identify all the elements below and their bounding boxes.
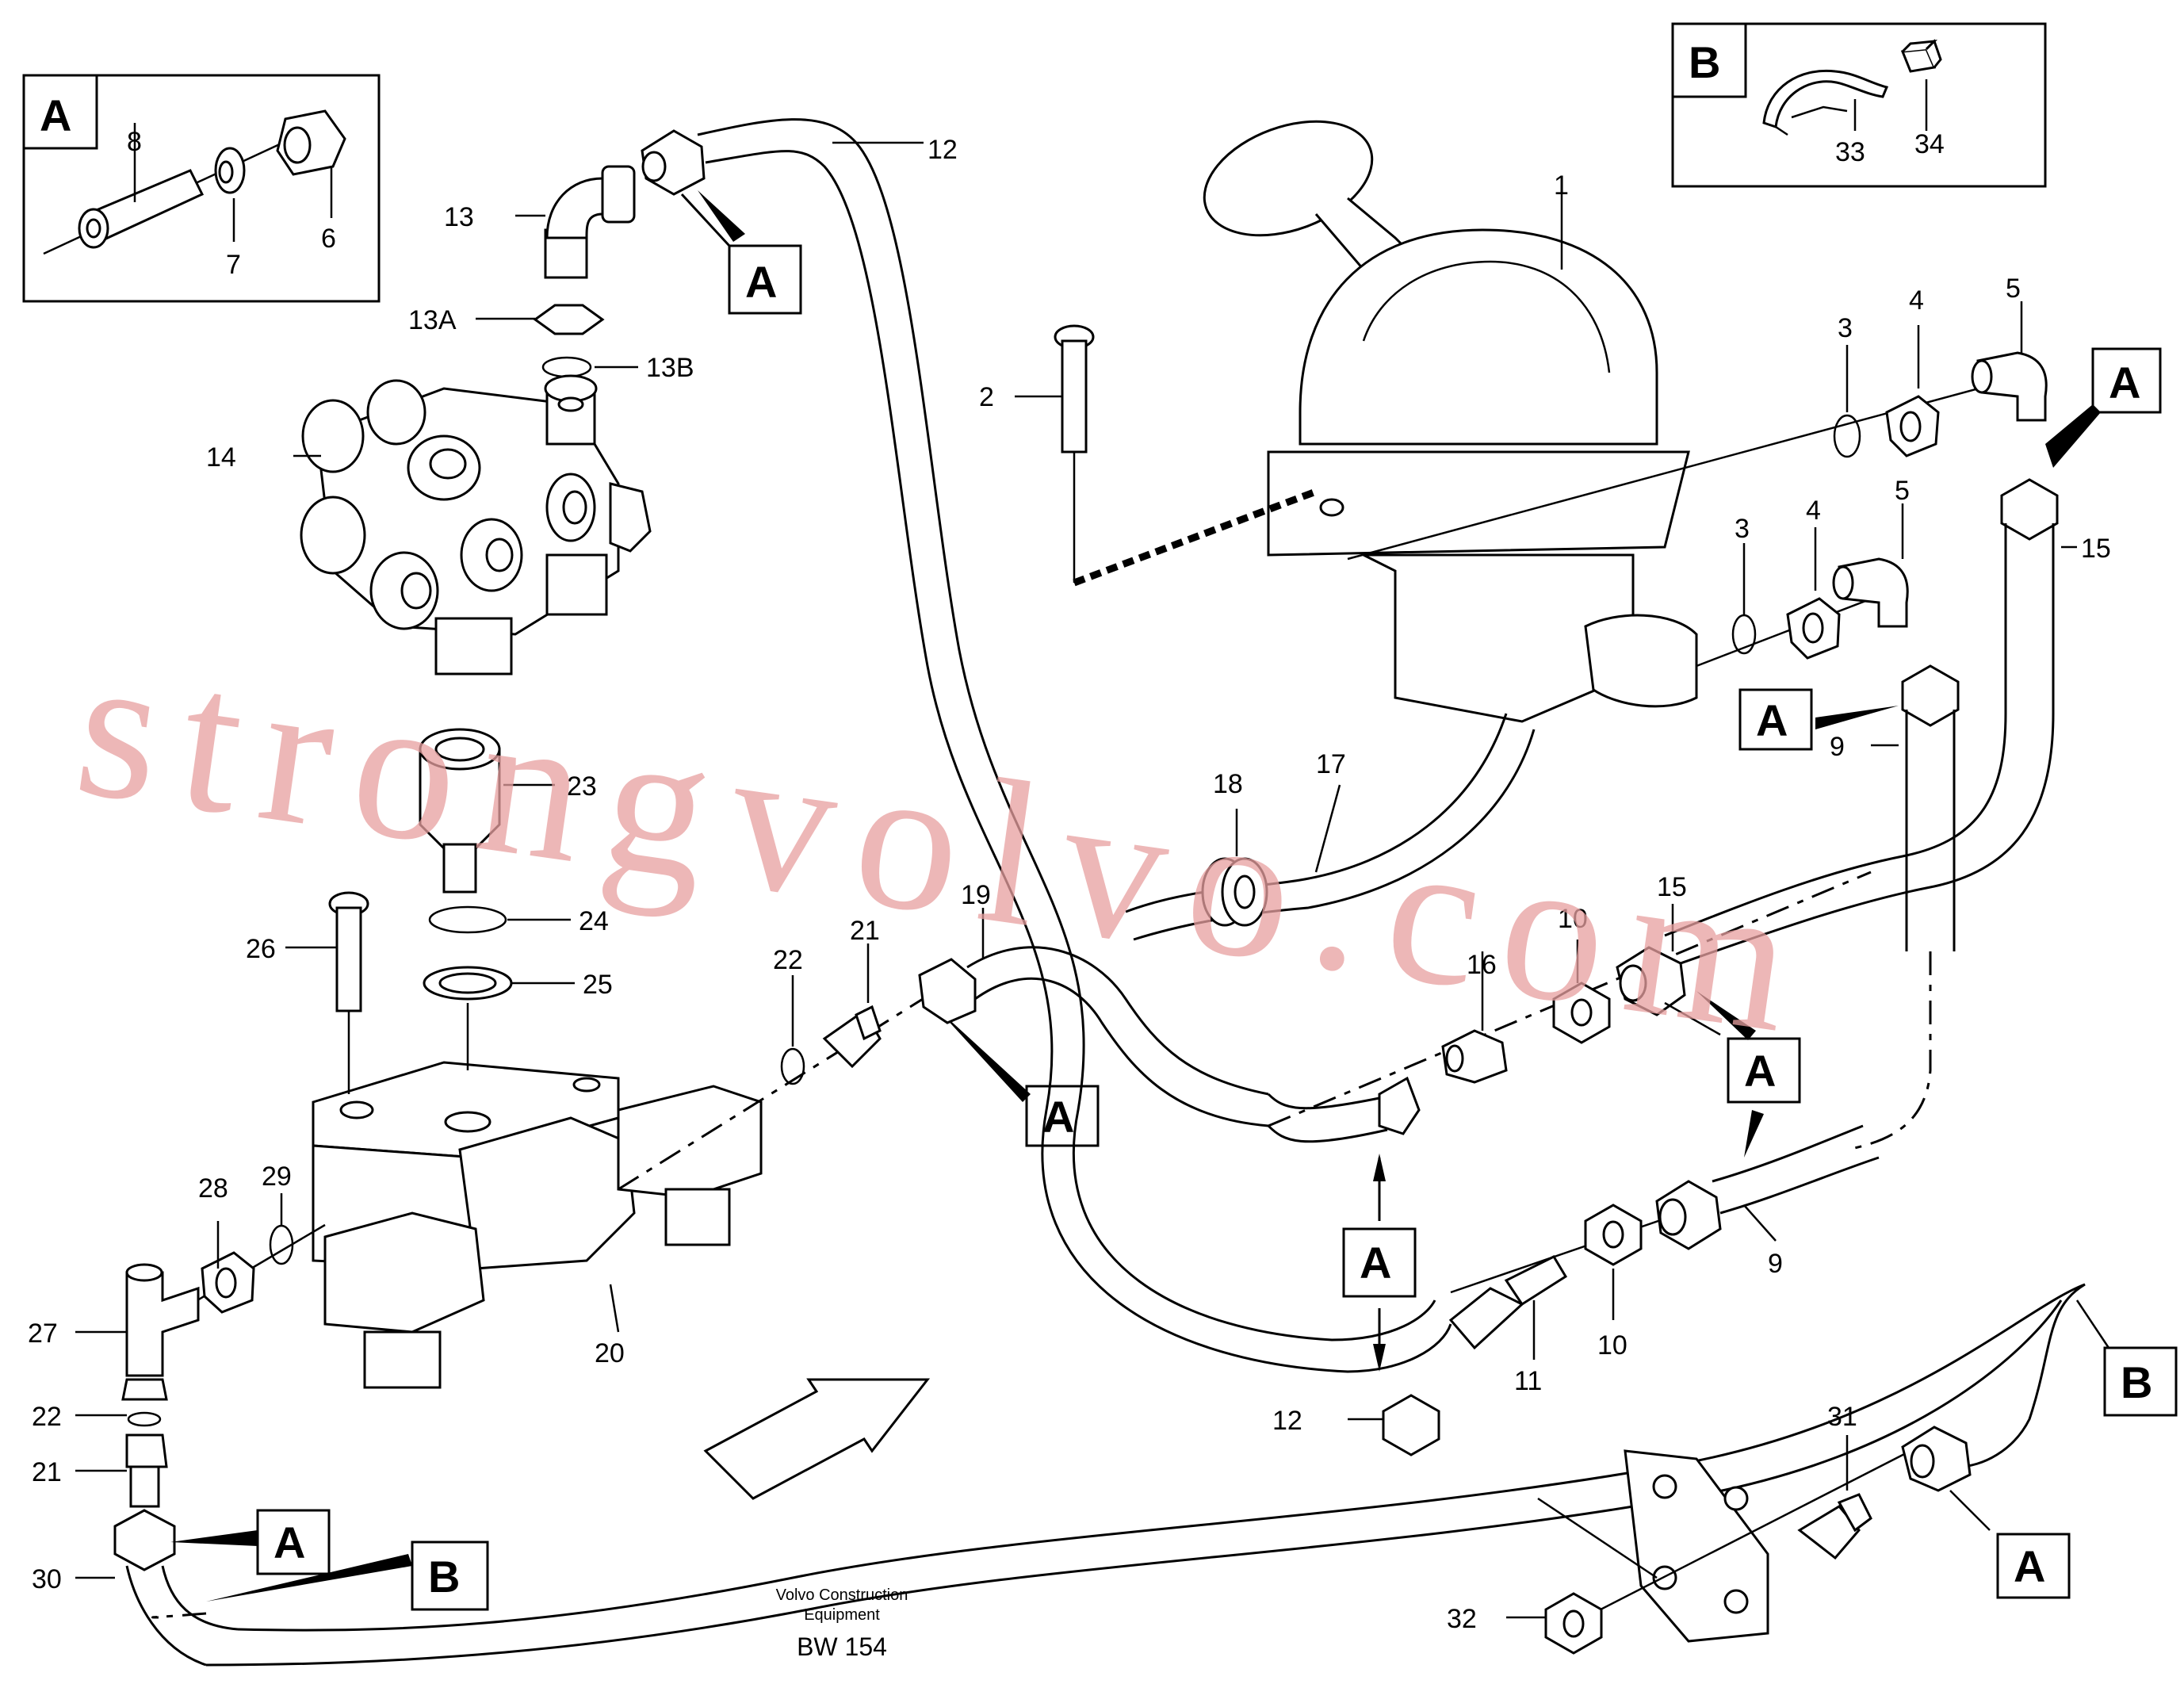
elbow-13: [476, 165, 638, 446]
callout-25: 25: [583, 970, 613, 1000]
connector-box-a-5: A: [1727, 1037, 1801, 1104]
footer-company: Volvo Construction: [776, 1586, 908, 1604]
bottom-connector-arrows: [170, 1530, 412, 1602]
svg-text:A: A: [273, 1518, 305, 1567]
callout-21: 21: [850, 916, 880, 946]
callout-32: 32: [1447, 1604, 1477, 1634]
callout-13: 13: [444, 202, 474, 232]
connector-box-b-2: B: [2103, 1346, 2178, 1417]
svg-text:B: B: [428, 1552, 460, 1602]
footer-company2: Equipment: [804, 1606, 880, 1624]
callout-23: 23: [567, 771, 597, 802]
callout-14: 14: [206, 442, 236, 473]
callout-5b: 5: [1895, 476, 1910, 506]
callout-34: 34: [1914, 129, 1945, 159]
callout-18: 18: [1213, 769, 1243, 799]
connector-box-a-3: A: [1738, 688, 1813, 751]
connector-box-b-1: B: [411, 1540, 489, 1611]
callout-3: 3: [1838, 313, 1853, 343]
callout-26: 26: [246, 934, 276, 964]
callout-17: 17: [1316, 749, 1346, 779]
callout-24: 24: [579, 906, 609, 936]
hose-nut-12-top: [641, 129, 924, 247]
svg-text:A: A: [1360, 1238, 1391, 1288]
callout-28: 28: [198, 1173, 228, 1204]
connector-arrows: [698, 190, 2101, 1372]
callout-6: 6: [321, 224, 336, 254]
inset-a: A: [22, 74, 381, 303]
inset-b-label: B: [1689, 37, 1720, 87]
callout-12: 12: [928, 135, 958, 165]
callout-13b: 13B: [646, 353, 694, 383]
footer: Volvo Construction Equipment BW 154: [776, 1586, 908, 1661]
svg-text:A: A: [1042, 1092, 1074, 1142]
callout-4b: 4: [1806, 496, 1821, 526]
callout-9b: 9: [1768, 1249, 1783, 1279]
callout-3b: 3: [1735, 514, 1750, 544]
callout-10: 10: [1558, 904, 1588, 934]
bracket-31-32: [1506, 1299, 2110, 1655]
connector-box-a-8: A: [1996, 1533, 2071, 1599]
hose-12-outer: [705, 150, 1452, 1373]
callout-33: 33: [1835, 137, 1865, 167]
callout-22: 22: [773, 945, 803, 975]
callout-19: 19: [961, 880, 991, 910]
inset-b: B: [1671, 22, 2047, 188]
connector-box-a-6: A: [1342, 1227, 1417, 1298]
solenoid-valve-20: [312, 1061, 763, 1389]
connector-box-a-7: A: [256, 1509, 331, 1575]
callout-12b: 12: [1272, 1406, 1302, 1436]
svg-text:A: A: [1756, 695, 1788, 745]
connector-box-a-1: A: [728, 244, 802, 315]
svg-text:A: A: [2014, 1541, 2045, 1591]
callout-30: 30: [32, 1564, 62, 1594]
hose-b-bottom: [237, 1283, 2086, 1632]
hand-control-valve: [1203, 120, 1698, 723]
tee-27-assembly: [75, 1193, 326, 1667]
callout-8: 8: [127, 127, 142, 157]
bolt-2: [1015, 324, 1318, 587]
callout-1: 1: [1554, 170, 1569, 201]
callout-10b: 10: [1597, 1330, 1627, 1361]
callout-31: 31: [1827, 1402, 1857, 1432]
svg-text:A: A: [745, 257, 777, 307]
fittings-21-22-19: [618, 908, 1269, 1191]
grommet-18: [1201, 784, 1341, 927]
callout-13a: 13A: [408, 305, 457, 335]
callout-15b: 15: [1657, 872, 1687, 902]
hose-17: [1125, 713, 1508, 913]
callout-16: 16: [1467, 950, 1497, 980]
hose-12: [697, 118, 1436, 1341]
callout-2: 2: [979, 382, 994, 412]
callout-labels: 8 7 6 12 13 13A 13B 14 1 2 3 4 5 15 3 4 …: [28, 127, 2111, 1634]
svg-text:A: A: [2109, 358, 2140, 408]
relay-valve-14: [293, 379, 652, 676]
callout-21b: 21: [32, 1457, 62, 1487]
connector-box-a-4: A: [1025, 1085, 1100, 1147]
callout-9: 9: [1830, 732, 1845, 762]
callout-27: 27: [28, 1318, 58, 1349]
hoses-15-9: [1664, 478, 2077, 1215]
connector-box-a-2: A: [2091, 347, 2162, 414]
callout-4: 4: [1909, 285, 1924, 316]
callout-5: 5: [2006, 274, 2021, 304]
pressure-sensor-23: [419, 728, 575, 1070]
callout-15: 15: [2081, 534, 2111, 564]
callout-22b: 22: [32, 1402, 62, 1432]
callout-11: 11: [1514, 1366, 1542, 1396]
callout-20: 20: [595, 1338, 625, 1368]
svg-text:A: A: [1744, 1046, 1776, 1096]
footer-drawing-number: BW 154: [797, 1632, 887, 1661]
direction-arrow: [703, 1378, 931, 1500]
callout-7: 7: [226, 250, 241, 280]
bolt-26: [285, 891, 369, 1094]
svg-text:B: B: [2121, 1357, 2152, 1407]
mid-fittings: [1267, 871, 1872, 1143]
upper-fittings-right: [1347, 301, 2048, 668]
lower-fittings: [1348, 1180, 1777, 1456]
callout-29: 29: [262, 1162, 292, 1192]
inset-a-label: A: [40, 90, 71, 140]
